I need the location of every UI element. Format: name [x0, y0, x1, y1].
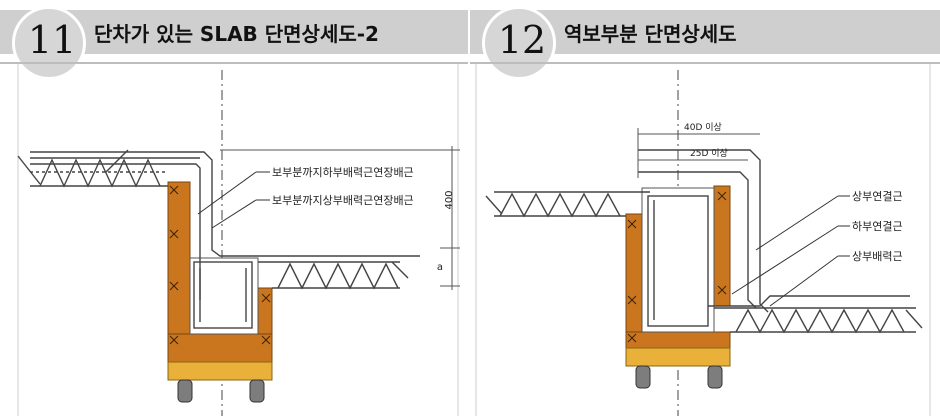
dimension-lines	[637, 128, 760, 178]
panel-11-divider	[0, 62, 468, 64]
panel-11-number-badge: 11	[12, 6, 86, 80]
concrete-section	[167, 181, 273, 363]
dim-label-400: 400	[444, 190, 455, 209]
panel-11-section-drawing: 400 a 보부분까지하부배력근연장배근 보부분까지상부배력근연장배근	[17, 64, 460, 416]
panel-11: 11 단차가 있는 SLAB 단면상세도-2	[0, 0, 468, 416]
dim-label-a: a	[437, 262, 443, 273]
panel-12-number-badge: 12	[482, 6, 556, 80]
upper-slab-truss	[17, 155, 200, 188]
dim-label-40d: 40D 이상	[684, 122, 722, 133]
panel-12-divider	[470, 62, 940, 64]
pile-supports	[177, 379, 265, 403]
dimension-400	[220, 146, 460, 290]
label-lower-extension: 보부분까지하부배력근연장배근	[272, 165, 414, 179]
panel-12-number: 12	[497, 18, 547, 62]
beam-stirrup	[647, 195, 709, 327]
panel-12-section-drawing: 40D 이상 25D 이상 상부연결근 하부연결근 상부배력근	[475, 64, 931, 416]
panel-12: 12 역보부분 단면상세도	[470, 0, 940, 416]
label-upper-extension: 보부분까지상부배력근연장배근	[272, 194, 414, 207]
panel-12-title: 역보부분 단면상세도	[564, 22, 737, 46]
footing	[625, 347, 731, 367]
label-lower-connection: 하부연결근	[852, 219, 903, 233]
dim-label-25d: 25D 이상	[690, 148, 728, 159]
leader-lines	[197, 171, 270, 229]
beam-stirrup	[193, 261, 253, 329]
pile-supports	[635, 365, 723, 389]
concrete-section	[625, 185, 731, 349]
lower-slab-truss	[258, 261, 409, 290]
lower-slab-truss	[714, 307, 923, 334]
footing	[167, 361, 273, 381]
panel-11-title: 단차가 있는 SLAB 단면상세도-2	[94, 22, 379, 46]
label-upper-connection: 상부연결근	[852, 190, 903, 203]
connection-bars	[638, 149, 910, 313]
panel-11-number: 11	[27, 18, 77, 62]
leader-lines	[731, 195, 850, 307]
upper-slab-truss	[485, 191, 650, 218]
label-upper-distribution: 상부배력근	[852, 250, 903, 263]
extension-bars	[30, 149, 420, 300]
